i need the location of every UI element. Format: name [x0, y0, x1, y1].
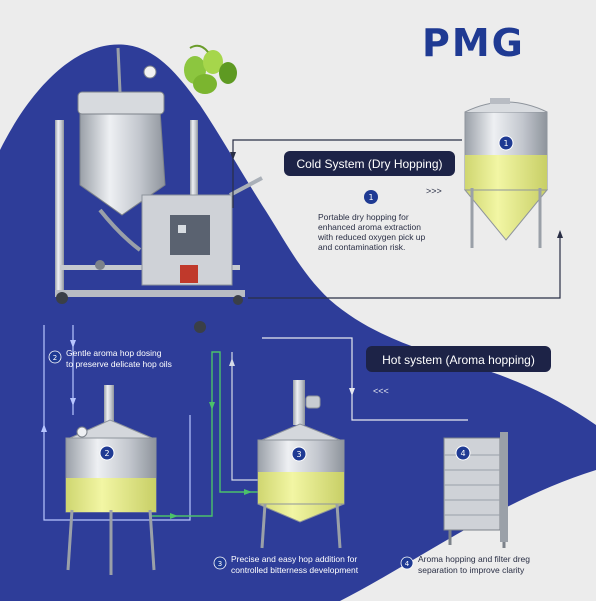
cold-system-step-badge: 1	[364, 190, 378, 204]
hot-system-flow-arrows: <<<	[373, 386, 389, 396]
pipe-arrow-icon	[41, 424, 47, 432]
svg-text:enhanced aroma extraction: enhanced aroma extraction	[318, 222, 421, 232]
svg-text:2: 2	[104, 449, 109, 458]
hot-system-label: Hot system (Aroma hopping)	[366, 346, 551, 372]
tank-badge: 1	[498, 135, 514, 151]
pipe-arrow-icon	[244, 489, 252, 495]
cold-system-return-pipe	[232, 139, 462, 208]
tank-badge: 2	[99, 445, 115, 461]
svg-text:Aroma hopping and filter dreg: Aroma hopping and filter dreg	[418, 554, 530, 564]
svg-text:Cold System (Dry Hopping): Cold System (Dry Hopping)	[296, 157, 442, 171]
pipe-arrow-icon	[70, 340, 76, 348]
svg-text:and contamination risk.: and contamination risk.	[318, 242, 405, 252]
svg-text:1: 1	[368, 193, 373, 202]
step-3-note: 3 Precise and easy hop addition for cont…	[213, 554, 359, 575]
cold-system-label: Cold System (Dry Hopping)	[284, 151, 455, 176]
cold-system-flow-arrows: >>>	[426, 186, 442, 196]
svg-text:separation to improve clarity: separation to improve clarity	[418, 565, 525, 575]
pipe-arrow-icon	[209, 402, 215, 410]
tank-badge: 3	[291, 446, 307, 462]
green-flow-pipe	[150, 351, 262, 517]
svg-text:4: 4	[405, 560, 410, 568]
svg-text:Portable dry hopping for: Portable dry hopping for	[318, 212, 409, 222]
svg-text:3: 3	[218, 560, 222, 568]
cold-system-description: Portable dry hopping for enhanced aroma …	[317, 212, 426, 252]
svg-text:1: 1	[503, 139, 508, 148]
svg-text:to preserve delicate hop oils: to preserve delicate hop oils	[66, 359, 172, 369]
pipe-arrow-icon	[170, 513, 178, 519]
left-dosing-pipe	[43, 325, 191, 521]
pipe-arrow-icon	[557, 230, 563, 238]
svg-text:Precise and easy hop addition: Precise and easy hop addition for	[231, 554, 357, 564]
hot-system-pipe	[262, 337, 468, 421]
svg-text:with reduced oxygen pick up: with reduced oxygen pick up	[317, 232, 426, 242]
cold-system-supply-pipe	[248, 232, 561, 299]
svg-text:controlled bitterness developm: controlled bitterness development	[231, 565, 359, 575]
svg-text:3: 3	[296, 450, 301, 459]
plate-heat-exchanger-icon	[443, 432, 508, 548]
svg-text:2: 2	[53, 354, 57, 362]
pipe-arrow-icon	[70, 398, 76, 406]
boil-kettle-icon	[65, 385, 157, 575]
dry-hopping-cart-icon	[55, 47, 263, 333]
svg-text:4: 4	[460, 449, 465, 458]
service-pipe	[231, 352, 258, 481]
step-2-note: 2 Gentle aroma hop dosing to preserve de…	[48, 348, 172, 369]
fermenter-tank-icon	[463, 98, 549, 248]
pipe-arrow-icon	[229, 358, 235, 366]
pipe-arrow-icon	[230, 152, 236, 160]
pipe-arrow-icon	[349, 388, 355, 396]
hop-cones-icon	[184, 44, 237, 94]
tank-badge: 4	[455, 445, 471, 461]
svg-text:Hot system (Aroma hopping): Hot system (Aroma hopping)	[382, 353, 535, 367]
brand-logo: PMG	[422, 21, 525, 65]
svg-text:Gentle aroma hop dosing: Gentle aroma hop dosing	[66, 348, 162, 358]
step-4-note: 4 Aroma hopping and filter dreg separati…	[400, 554, 530, 575]
